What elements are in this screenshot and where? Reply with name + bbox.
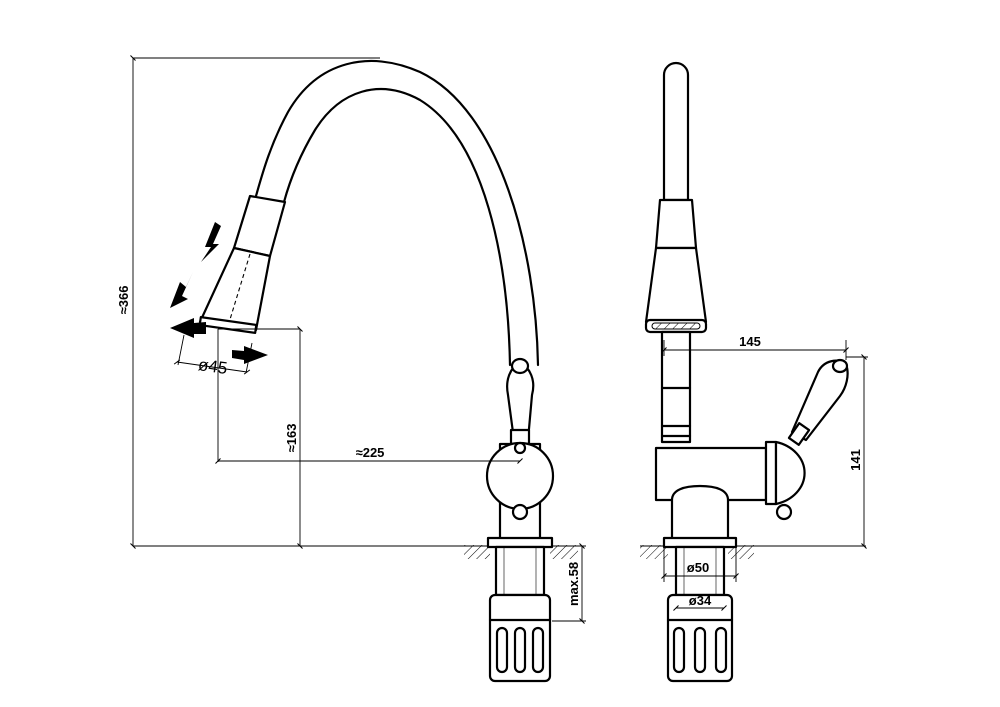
side-view: 145 141 ø50 ø34 (640, 61, 868, 683)
deck-hatch-left (464, 545, 490, 559)
dim-side-height: 141 (848, 449, 863, 471)
front-view: ≈366 ≈163 ≈225 ø45 max.58 (116, 55, 586, 683)
side-deck-hatch-right (728, 545, 754, 559)
side-bottom-knob (775, 503, 793, 521)
side-neck (670, 484, 730, 542)
lever-collar (509, 428, 531, 446)
dim-height-spout: ≈163 (284, 424, 299, 453)
ball-top-knob (513, 441, 527, 455)
side-deck-hatch-left (640, 545, 668, 559)
spray-head-collar (232, 194, 287, 258)
dim-reach: ≈225 (356, 445, 385, 460)
side-spout-pipe (662, 61, 690, 202)
fixing-nut (488, 593, 552, 683)
deck-hatch-right (550, 545, 578, 559)
side-flange (662, 536, 738, 549)
side-spray-body (644, 246, 708, 324)
side-lever-collar (787, 422, 811, 446)
side-spray-collar (654, 198, 698, 250)
dim-side-reach: 145 (739, 334, 761, 349)
side-body-cap (764, 440, 778, 506)
side-body-dome (774, 440, 806, 506)
dim-spray-diameter: ø45 (197, 355, 229, 378)
dim-shank-diameter: ø34 (689, 593, 712, 608)
lever-knob (510, 357, 530, 375)
direction-arrow-icon (170, 222, 268, 364)
dim-base-diameter: ø50 (687, 560, 709, 575)
dim-height-total: ≈366 (116, 286, 131, 315)
spout-outer (254, 59, 540, 367)
base-flange (486, 536, 554, 549)
ball-bottom-knob (511, 503, 529, 521)
spray-head-dash (227, 253, 251, 327)
dim-deck-thickness: max.58 (566, 562, 581, 606)
spout-inner (282, 88, 512, 367)
shank (494, 545, 546, 597)
side-lever-knob (831, 358, 849, 374)
